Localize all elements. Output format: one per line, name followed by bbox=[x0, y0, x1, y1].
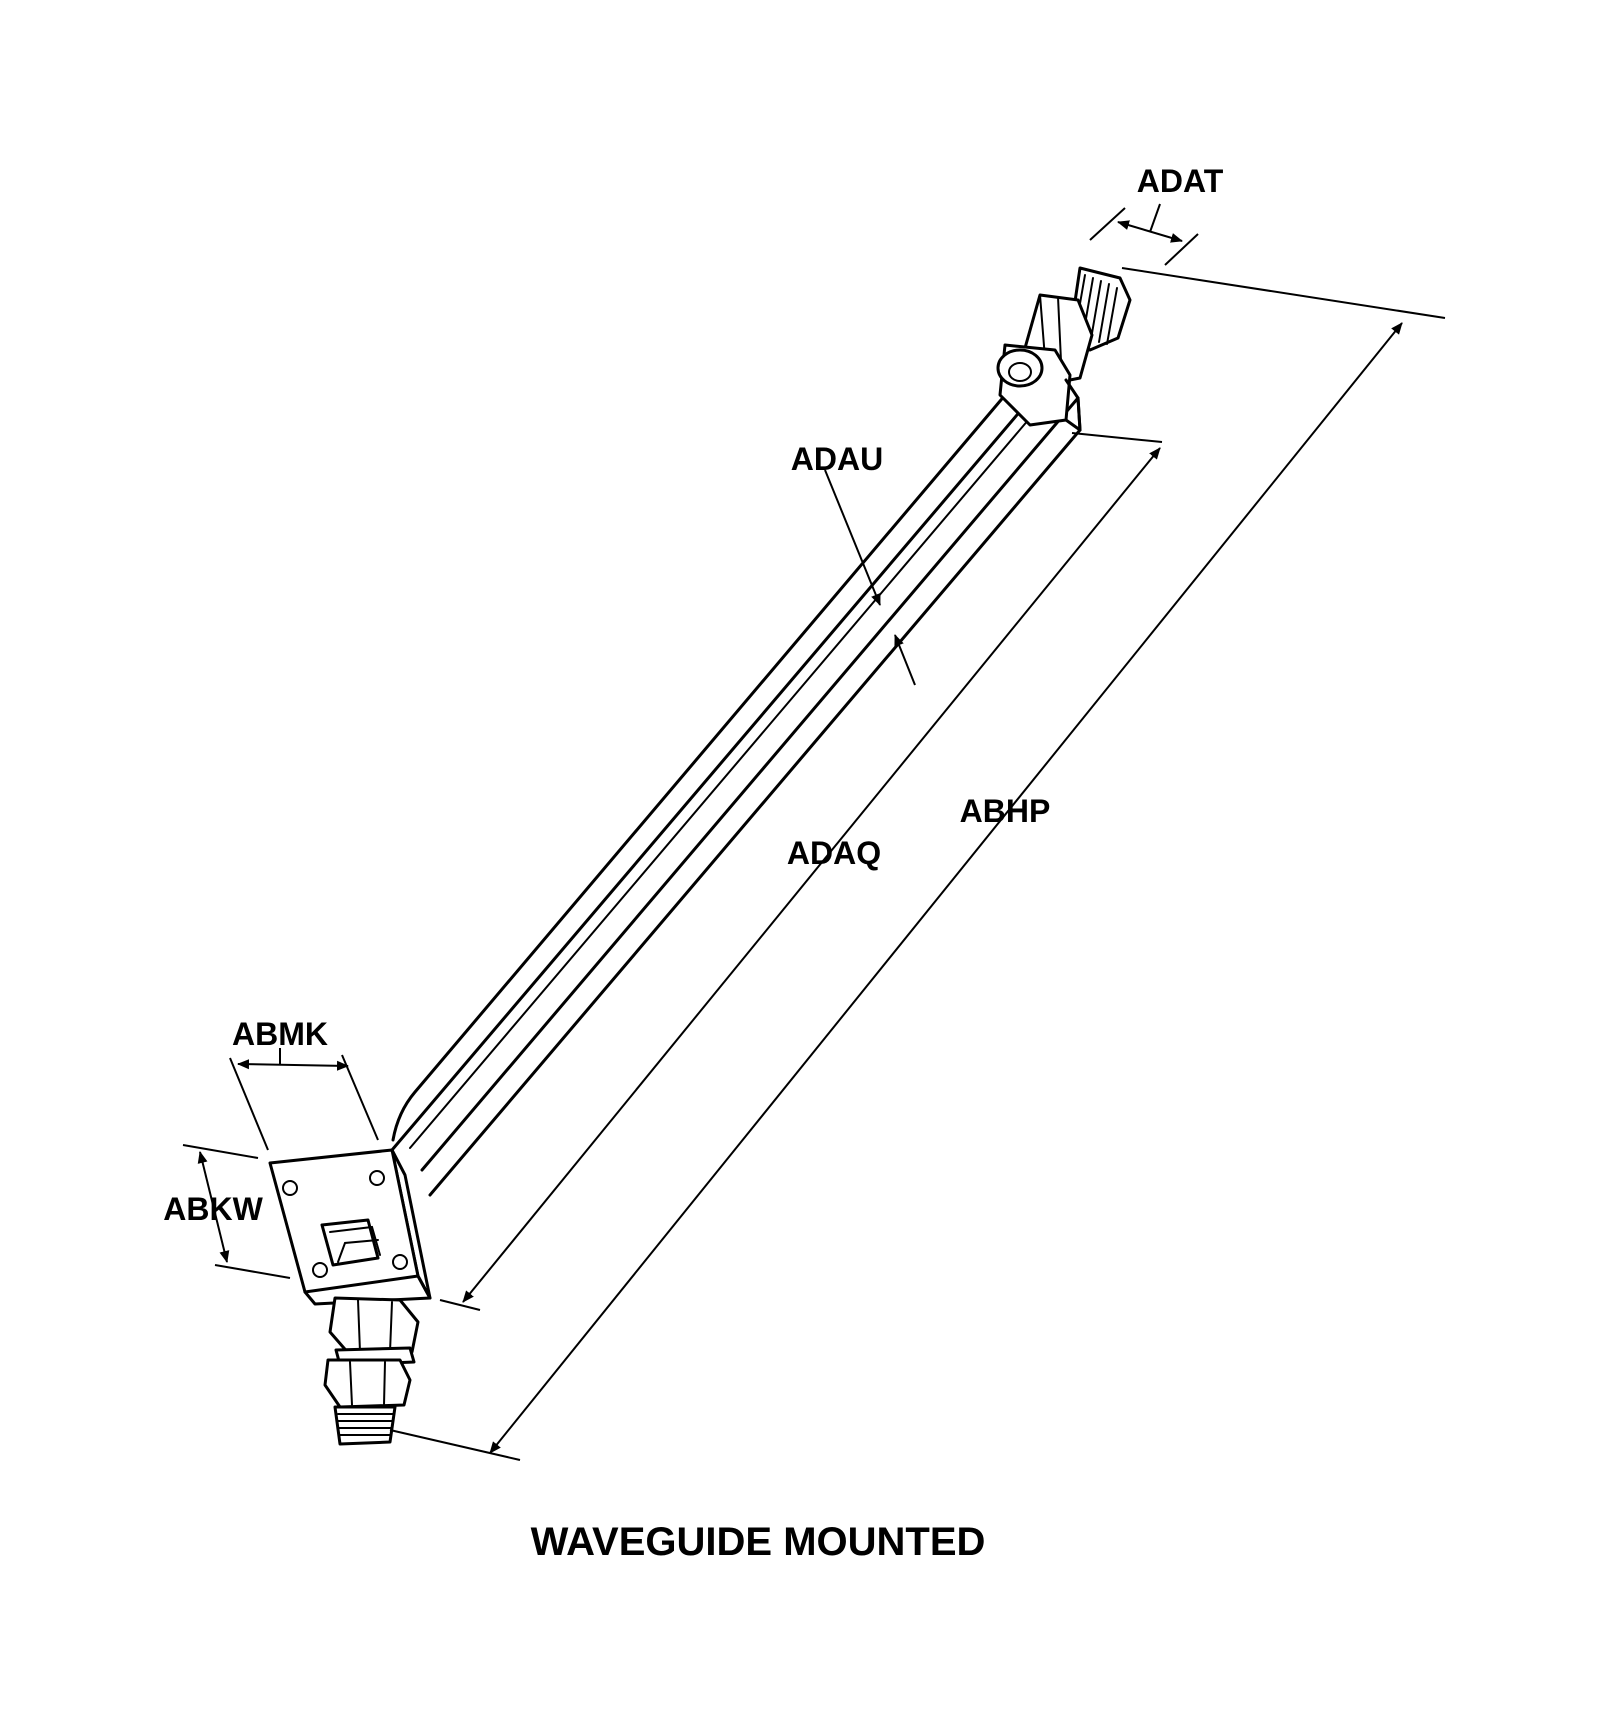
label-abkw: ABKW bbox=[163, 1191, 263, 1227]
top-connector bbox=[996, 266, 1132, 432]
label-adat: ADAT bbox=[1137, 163, 1224, 199]
dimension-abkw: ABKW bbox=[163, 1144, 291, 1279]
dimension-adat: ADAT bbox=[1089, 163, 1224, 266]
label-adaq: ADAQ bbox=[787, 835, 881, 871]
dimension-abmk: ABMK bbox=[229, 1016, 379, 1151]
label-abhp: ABHP bbox=[960, 793, 1051, 829]
bottom-flange bbox=[268, 1148, 432, 1306]
label-abmk: ABMK bbox=[232, 1016, 328, 1052]
figure-caption: WAVEGUIDE MOUNTED bbox=[531, 1520, 986, 1564]
dimension-adaq: ADAQ bbox=[439, 432, 1163, 1311]
dimension-abhp: ABHP bbox=[389, 267, 1446, 1461]
bottom-connector bbox=[323, 1296, 420, 1446]
label-adau: ADAU bbox=[791, 441, 883, 477]
waveguide-body bbox=[390, 366, 1082, 1197]
